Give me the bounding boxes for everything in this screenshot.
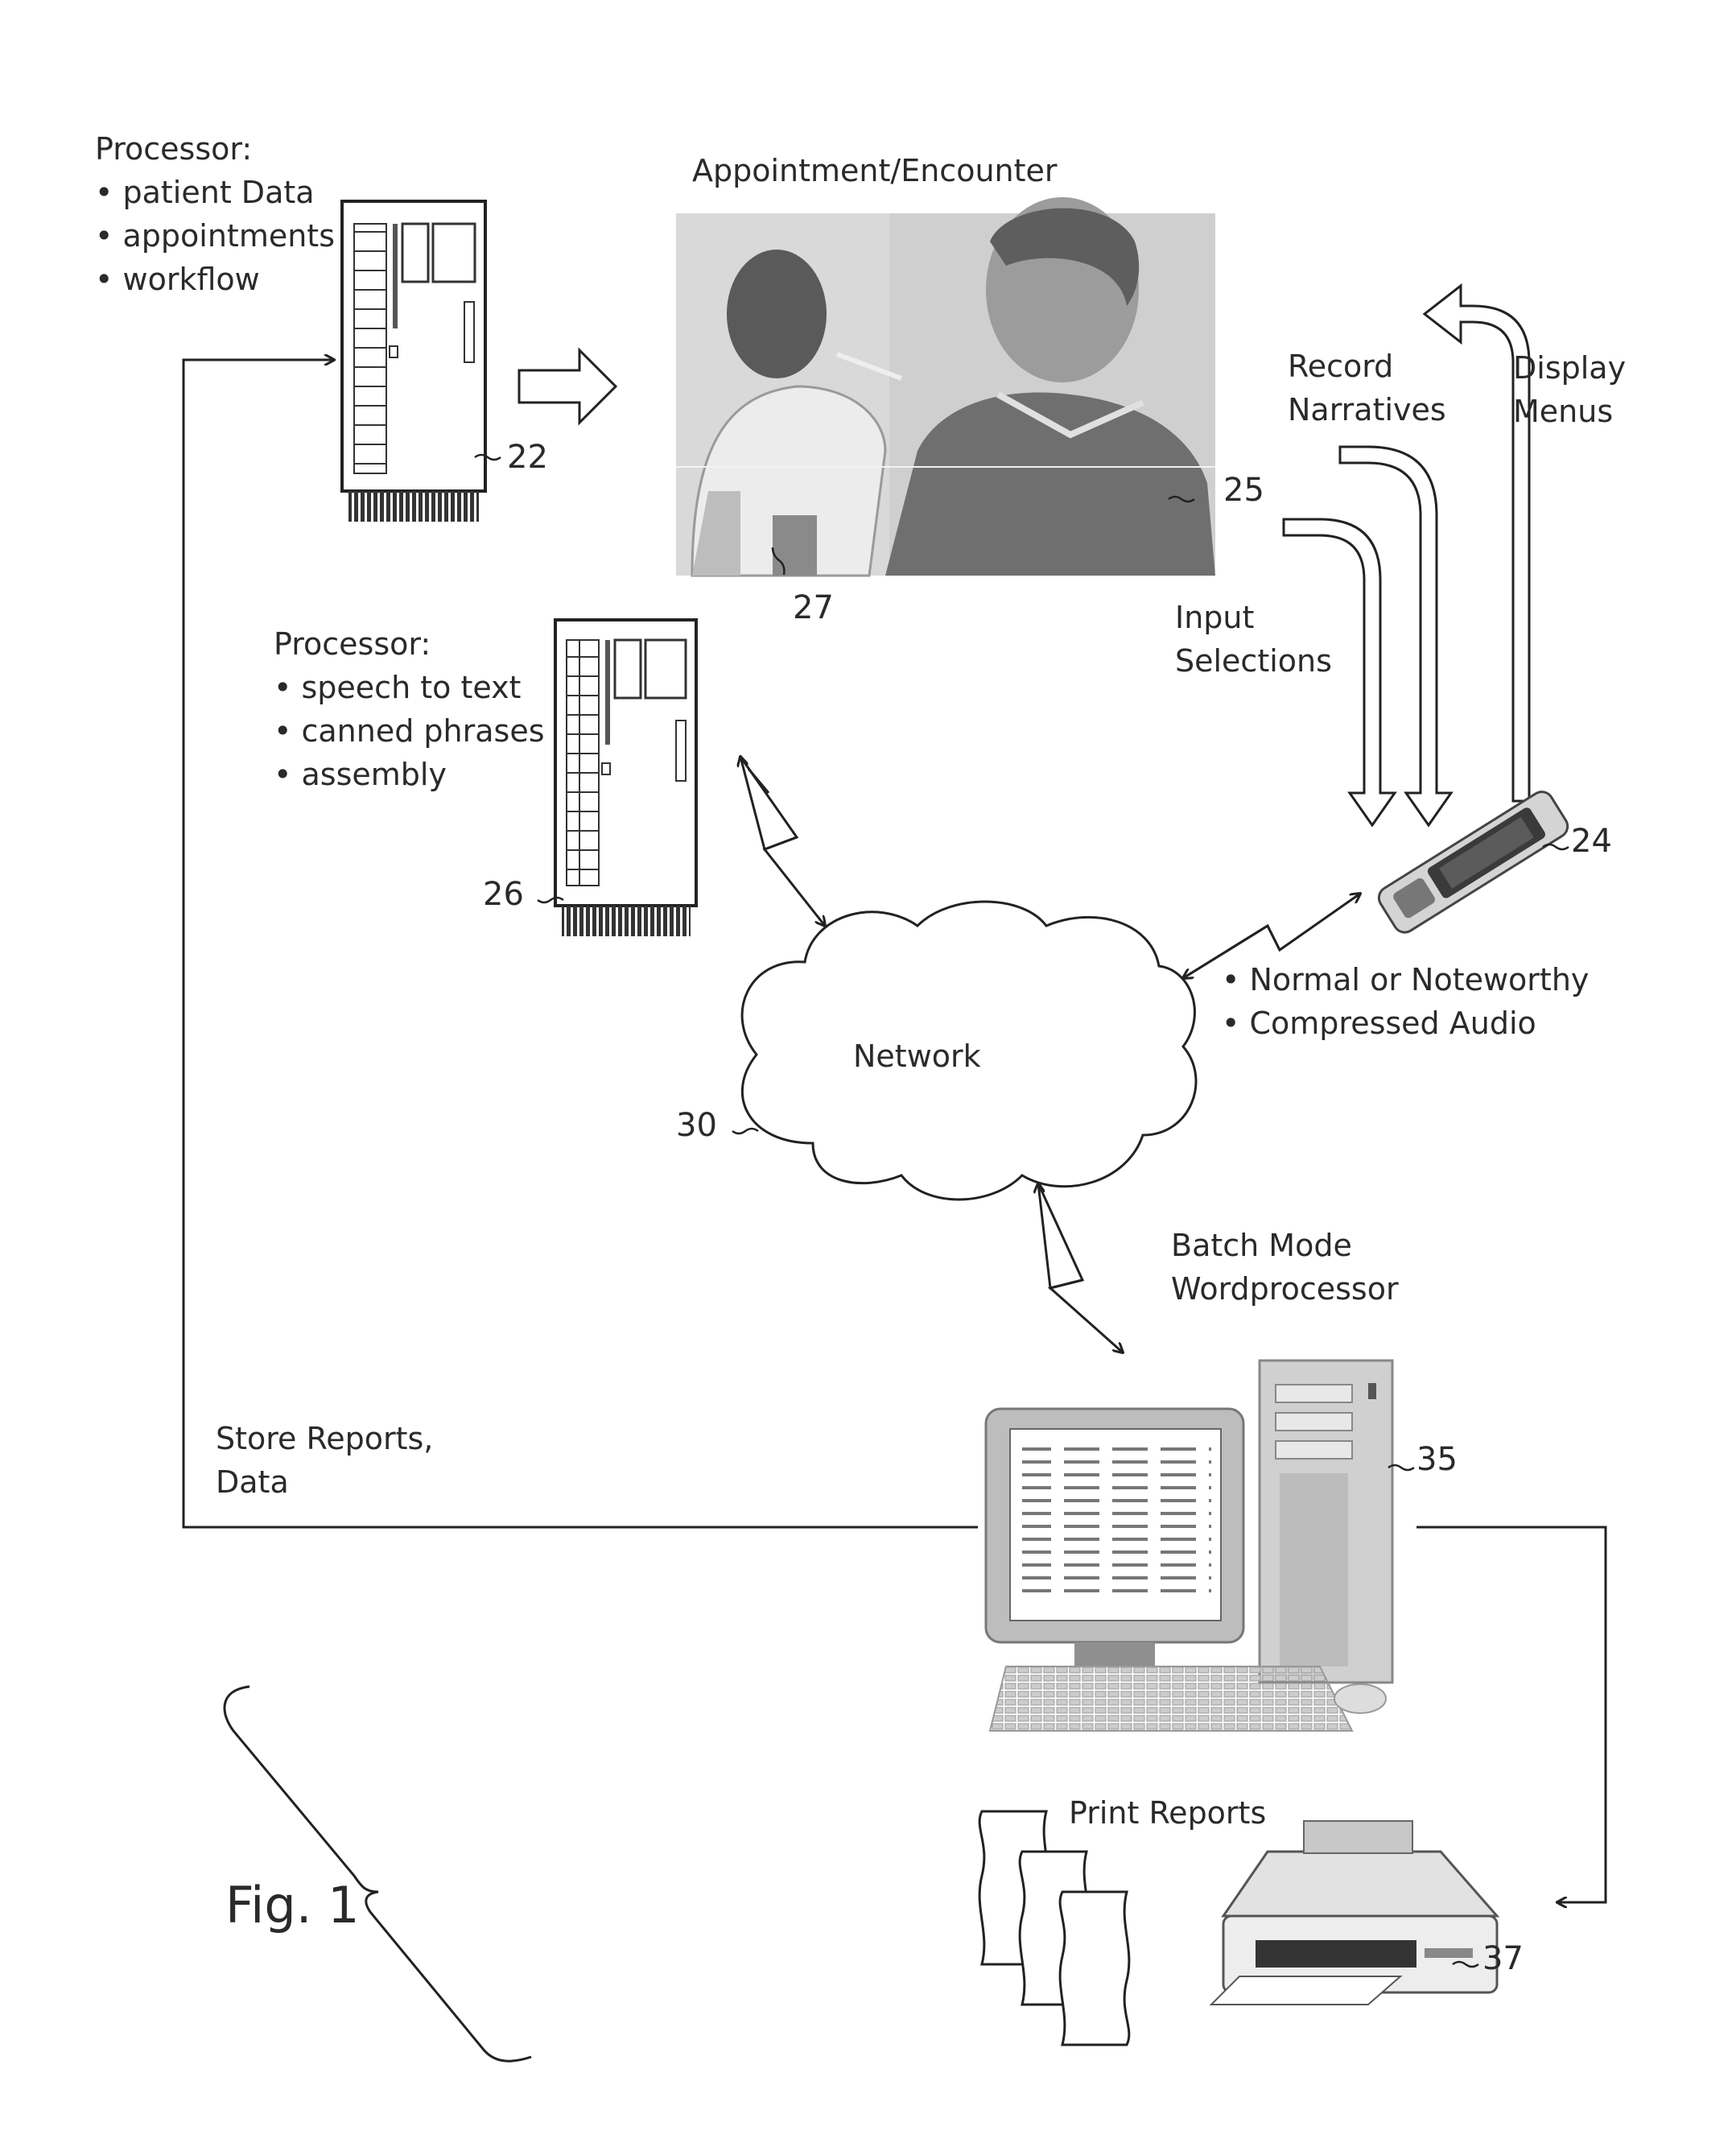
ref-27: 27 <box>793 589 834 626</box>
print-line <box>1416 1527 1606 1902</box>
label-line: Wordprocessor <box>1171 1267 1399 1311</box>
processor-title: Processor: <box>95 127 335 171</box>
desktop-computer-icon <box>986 1361 1392 1731</box>
ref-24: 24 <box>1571 823 1612 860</box>
label-line: Selections <box>1175 639 1332 683</box>
figure-brace <box>225 1687 531 2061</box>
figure-label: Fig. 1 <box>225 1876 360 1935</box>
network-label: Network <box>853 1034 981 1078</box>
ref-37: 37 <box>1482 1940 1524 1977</box>
processor-item: assembly <box>274 753 545 796</box>
wireless-link-server26 <box>740 757 825 926</box>
encounter-title: Appointment/Encounter <box>692 149 1058 192</box>
server-icon <box>555 620 696 936</box>
batch-mode-label: Batch Mode Wordprocessor <box>1171 1224 1399 1311</box>
processor-title: Processor: <box>274 622 545 666</box>
transmission-label: Normal or Noteworthy Compressed Audio <box>1222 958 1589 1045</box>
label-line: Input <box>1175 596 1332 639</box>
encounter-illustration <box>676 197 1215 576</box>
transmission-item: Compressed Audio <box>1222 1001 1589 1045</box>
processor-label-bottom: Processor: speech to text canned phrases… <box>274 622 545 796</box>
printer-icon <box>1211 1821 1497 2005</box>
store-reports-label: Store Reports, Data <box>216 1417 433 1504</box>
label-line: Display <box>1513 346 1626 390</box>
label-line: Batch Mode <box>1171 1224 1399 1267</box>
display-menus-label: Display Menus <box>1513 346 1626 433</box>
server-icon <box>342 201 485 522</box>
wireless-link-computer <box>1038 1183 1123 1352</box>
processor-label-top: Processor: patient Data appointments wor… <box>95 127 335 301</box>
input-selections-label: Input Selections <box>1175 596 1332 683</box>
processor-item: patient Data <box>95 171 335 214</box>
processor-item: workflow <box>95 258 335 301</box>
ref-22: 22 <box>507 439 548 476</box>
record-narratives-label: Record Narratives <box>1288 345 1446 432</box>
ref-25: 25 <box>1223 472 1264 509</box>
label-line: Record <box>1288 345 1446 388</box>
processor-item: canned phrases <box>274 709 545 753</box>
handheld-device-icon <box>1375 787 1572 936</box>
label-line: Menus <box>1513 390 1626 433</box>
label-line: Data <box>216 1460 433 1504</box>
report-pages-icon <box>979 1811 1129 2045</box>
print-reports-label: Print Reports <box>1069 1791 1266 1835</box>
processor-item: appointments <box>95 214 335 258</box>
processor-item: speech to text <box>274 666 545 709</box>
label-line: Narratives <box>1288 388 1446 432</box>
ref-35: 35 <box>1416 1441 1458 1478</box>
ref-30: 30 <box>676 1107 717 1144</box>
record-narratives-arrow <box>1340 447 1451 825</box>
transmission-item: Normal or Noteworthy <box>1222 958 1589 1001</box>
label-line: Store Reports, <box>216 1417 433 1460</box>
ref-26: 26 <box>483 876 524 913</box>
block-arrow-right <box>519 350 616 423</box>
